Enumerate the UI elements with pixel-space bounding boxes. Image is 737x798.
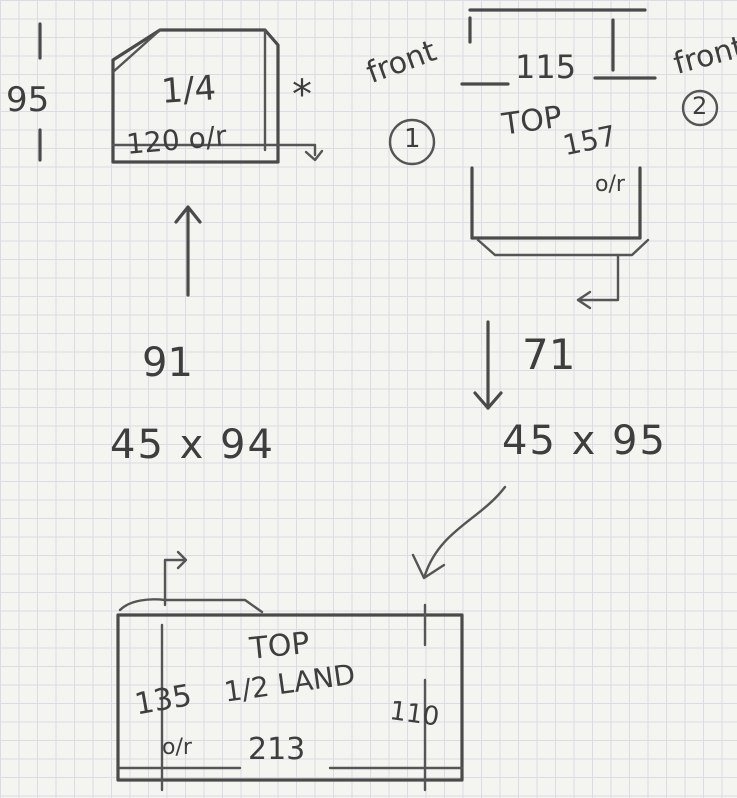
panel-3-offset-label: o/r [162,735,192,760]
panel-1-height-label: 95 [6,80,50,120]
panel-1-marker: * [292,72,312,118]
panel-2-offset-label: o/r [595,172,625,197]
panel-3-outline [116,550,464,792]
right-code-label: 71 [522,330,576,379]
panel-1-fraction-label: 1/4 [160,68,218,112]
left-size-label: 45 x 94 [110,422,275,468]
panel-2-outline [388,8,719,310]
curved-arrow-to-panel-3 [411,485,507,580]
panel-3-side-label: TOP [248,625,312,667]
panel-1-outline [38,22,324,164]
left-code-label: 91 [142,340,193,386]
arrow-up-to-panel-1 [174,205,202,297]
right-size-label: 45 x 95 [502,418,667,464]
panel-2-top-dim: 115 [515,48,577,86]
panel-2-circle-left: 1 [404,124,421,154]
arrow-down-from-panel-2 [473,320,503,410]
panel-2-circle-right: 2 [692,92,708,120]
panel-3-width-label: 213 [248,732,306,767]
